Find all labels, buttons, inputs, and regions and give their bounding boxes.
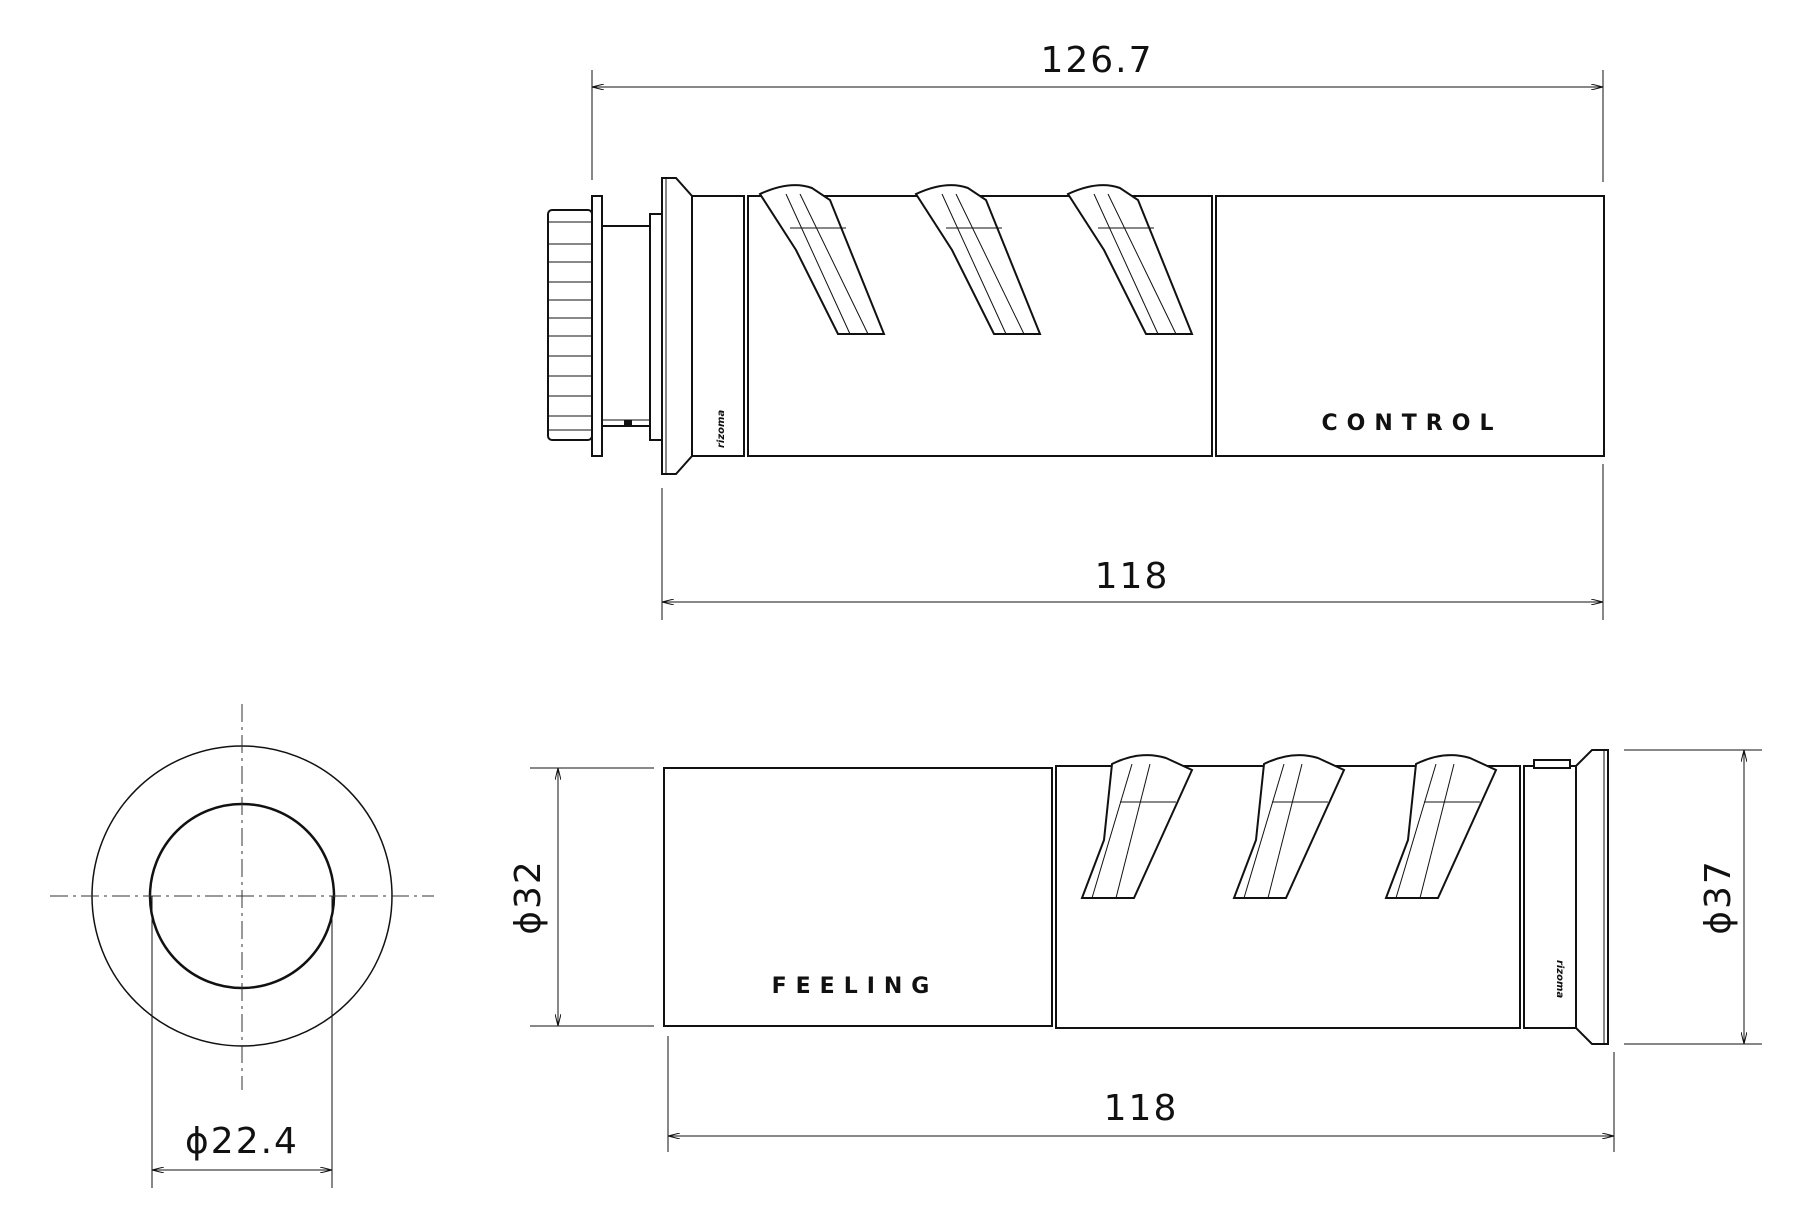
bottom-flange (1575, 749, 1609, 1045)
overall-length-label: 126.7 (1040, 40, 1153, 81)
top-logo: rizoma (716, 410, 727, 448)
left-diameter-dimension: ϕ32 (508, 767, 654, 1027)
overall-length-dimension: 126.7 (591, 40, 1604, 182)
feeling-label: FEELING (772, 974, 939, 999)
inner-diameter-dimension: ϕ22.4 (151, 896, 333, 1188)
bottom-grip-length-dimension: 118 (667, 1036, 1615, 1152)
bottom-collar: rizoma (1523, 759, 1577, 1029)
top-grip-length-label: 118 (1095, 556, 1170, 597)
bottom-logo: rizoma (1554, 960, 1565, 998)
bottom-plain-section: FEELING (663, 767, 1053, 1027)
top-grip-view: 126.7 (547, 40, 1605, 620)
bottom-ribbed-section (1055, 754, 1521, 1029)
svg-text:rizoma: rizoma (1554, 960, 1565, 998)
left-diameter-label: ϕ32 (508, 859, 549, 935)
bottom-grip-length-label: 118 (1104, 1088, 1179, 1129)
right-diameter-dimension: ϕ37 (1624, 749, 1762, 1045)
right-diameter-label: ϕ37 (1698, 859, 1739, 935)
inner-diameter-label: ϕ22.4 (185, 1121, 299, 1162)
svg-text:rizoma: rizoma (716, 410, 727, 448)
top-flange (661, 177, 693, 475)
bottom-grip-view: FEELING rizoma (508, 749, 1762, 1152)
top-plain-section: CONTROL (1215, 195, 1605, 457)
top-grip-length-dimension: 118 (661, 464, 1604, 620)
top-collar (691, 195, 745, 457)
top-ribbed-section: rizoma (716, 184, 1213, 457)
control-label: CONTROL (1322, 411, 1503, 436)
end-view: ϕ22.4 (50, 704, 434, 1188)
threaded-end-cap (547, 195, 663, 457)
